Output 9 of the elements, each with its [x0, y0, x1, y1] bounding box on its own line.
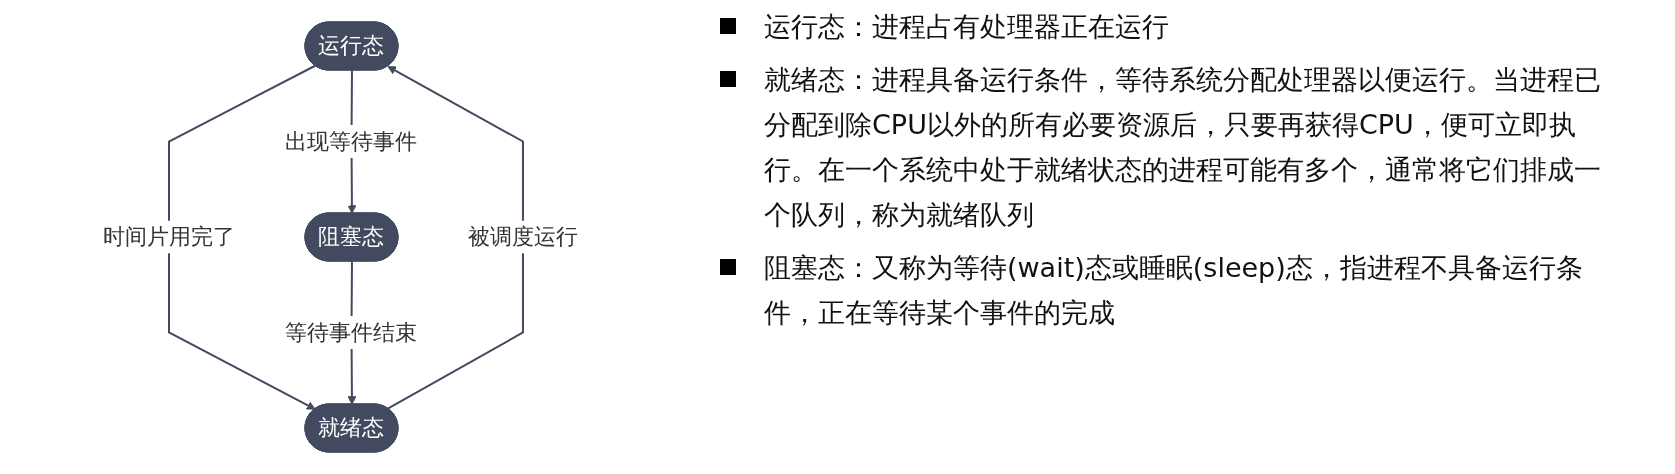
- edge-label: 等待事件结束: [285, 319, 417, 345]
- description-text: 运行态：进程占有处理器正在运行: [764, 10, 1169, 44]
- arrow: [386, 66, 524, 410]
- description-text: 就绪态：进程具备运行条件，等待系统分配处理器以便运行。当进程已分配到除CPU以外的所有必要资源后，只要再获得CPU，便可立即执行。在一个系统中处于就绪状态的进程可能有多个，通常将它们排成一个队列，称为就绪队列: [764, 63, 1602, 232]
- description-text: 阻塞态：又称为等待(wait)态或睡眠(sleep)态，指进程不具备运行条件，正在等待某个事件的完成: [764, 251, 1584, 330]
- edge-label: 时间片用完了: [102, 224, 235, 250]
- edge-label: 被调度运行: [467, 224, 578, 250]
- edge-label: 出现等待事件: [285, 129, 417, 154]
- arrow: [167, 64, 316, 410]
